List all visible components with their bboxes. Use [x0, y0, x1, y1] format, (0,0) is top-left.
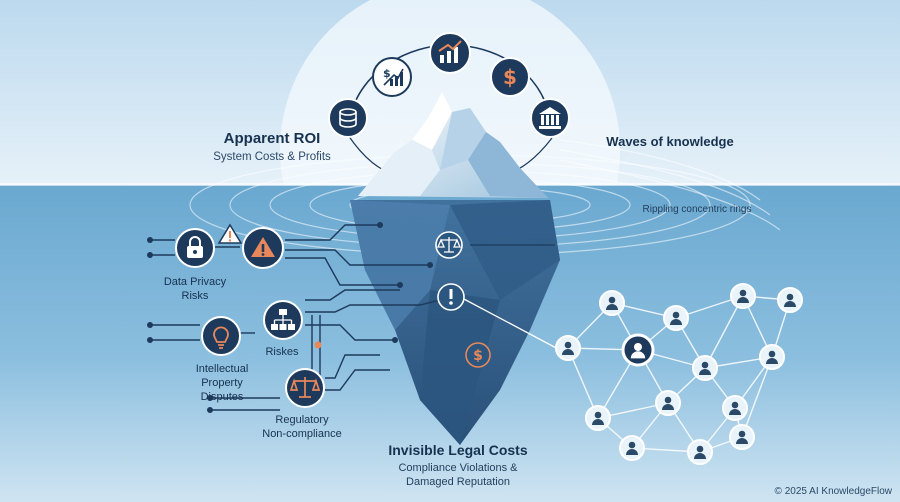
user-icon — [555, 335, 581, 361]
user-icon — [777, 287, 803, 313]
user-icon — [759, 344, 785, 370]
ip-line3: Disputes — [201, 391, 244, 403]
svg-text:$: $ — [473, 348, 483, 364]
lock-icon — [175, 228, 215, 268]
user-icon — [663, 305, 689, 331]
circuit-lines — [150, 224, 441, 411]
data-privacy-line1: Data Privacy — [164, 276, 227, 288]
svg-text:$: $ — [383, 67, 391, 80]
user-icon — [655, 390, 681, 416]
bank-icon — [530, 98, 570, 138]
network-link — [461, 297, 561, 351]
copyright: © 2025 AI KnowledgeFlow — [775, 486, 893, 497]
dollar-icon: $ — [490, 57, 530, 97]
dollar-chart-icon: $ — [372, 57, 412, 97]
network-link — [704, 295, 744, 369]
iceberg-tip — [358, 92, 548, 198]
hidden-costs-subtitle-line2: Damaged Reputation — [406, 476, 510, 488]
coins-icon — [328, 98, 368, 138]
user-icon — [729, 424, 755, 450]
user-icon — [599, 290, 625, 316]
circuit-nodes — [147, 222, 433, 413]
lightbulb-icon — [201, 316, 241, 356]
user-network — [555, 283, 803, 465]
hidden-costs-title: Invisible Legal Costs — [388, 442, 527, 458]
scales-icon — [435, 231, 463, 259]
svg-text:$: $ — [503, 65, 517, 89]
growth-chart-icon — [429, 32, 471, 74]
user-icon — [722, 395, 748, 421]
warning-icon — [242, 227, 284, 269]
regulatory-line1: Regulatory — [275, 414, 329, 426]
apparent-roi-subtitle: System Costs & Profits — [213, 151, 331, 163]
regulatory-line2: Non-compliance — [262, 428, 341, 440]
user-icon — [730, 283, 756, 309]
ip-line1: Intellectual — [196, 363, 249, 375]
warning-icon — [217, 223, 243, 244]
hierarchy-icon — [263, 300, 303, 340]
user-icon — [619, 435, 645, 461]
ip-line2: Property — [201, 377, 243, 389]
data-privacy-line2: Risks — [182, 290, 209, 302]
scales-icon — [285, 368, 325, 408]
user-icon — [687, 439, 713, 465]
risks-label: Riskes — [265, 346, 299, 358]
iceberg-underwater — [350, 200, 560, 445]
waves-subtitle: Rippling concentric rings — [643, 204, 752, 215]
apparent-roi-title: Apparent ROI — [224, 130, 321, 147]
user-icon — [692, 355, 718, 381]
waves-title: Waves of knowledge — [606, 134, 733, 149]
user-icon — [585, 405, 611, 431]
dollar-icon: $ — [465, 342, 491, 368]
accent-node — [314, 341, 322, 349]
user-icon — [621, 333, 655, 367]
network-link — [741, 356, 773, 438]
hidden-costs-subtitle-line1: Compliance Violations & — [398, 462, 518, 474]
exclamation-icon — [437, 283, 465, 311]
